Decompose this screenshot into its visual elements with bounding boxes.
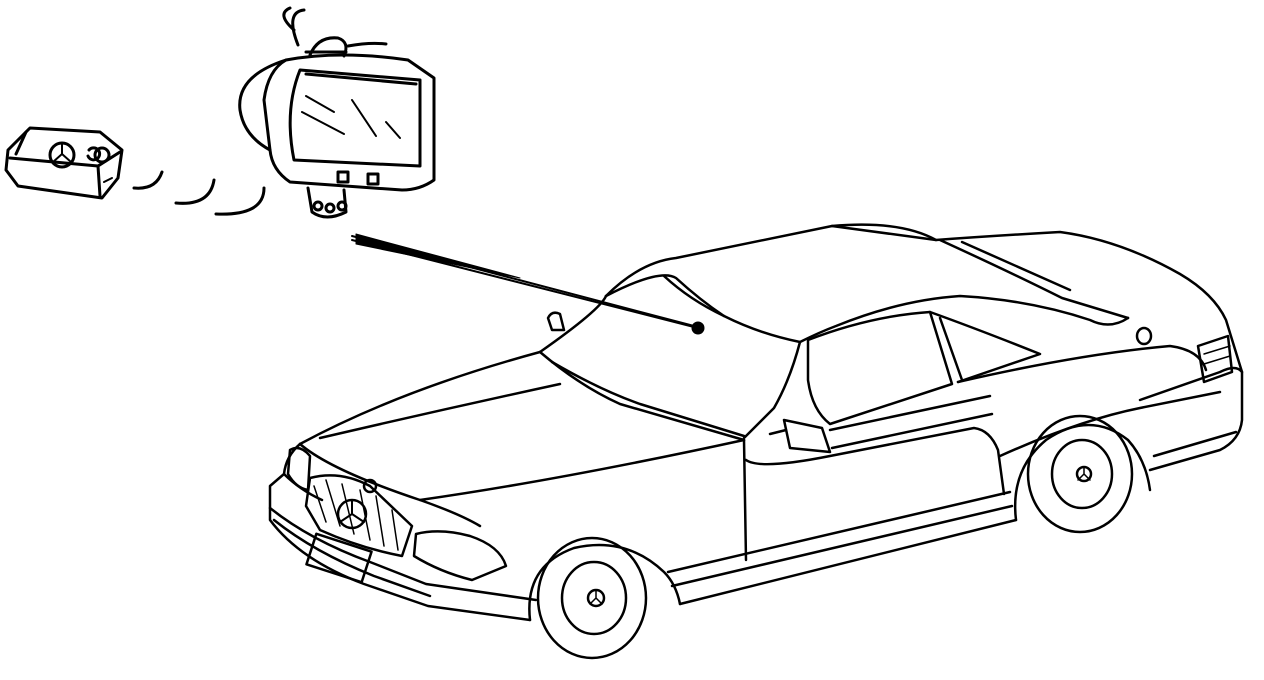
car-icon [268,223,1244,660]
receiver-dot-icon [691,321,705,335]
infrared-waves-icon [132,170,266,216]
rearview-mirror-icon [238,6,436,219]
key-fob-icon [4,126,124,200]
pointer-line-icon [351,233,695,328]
